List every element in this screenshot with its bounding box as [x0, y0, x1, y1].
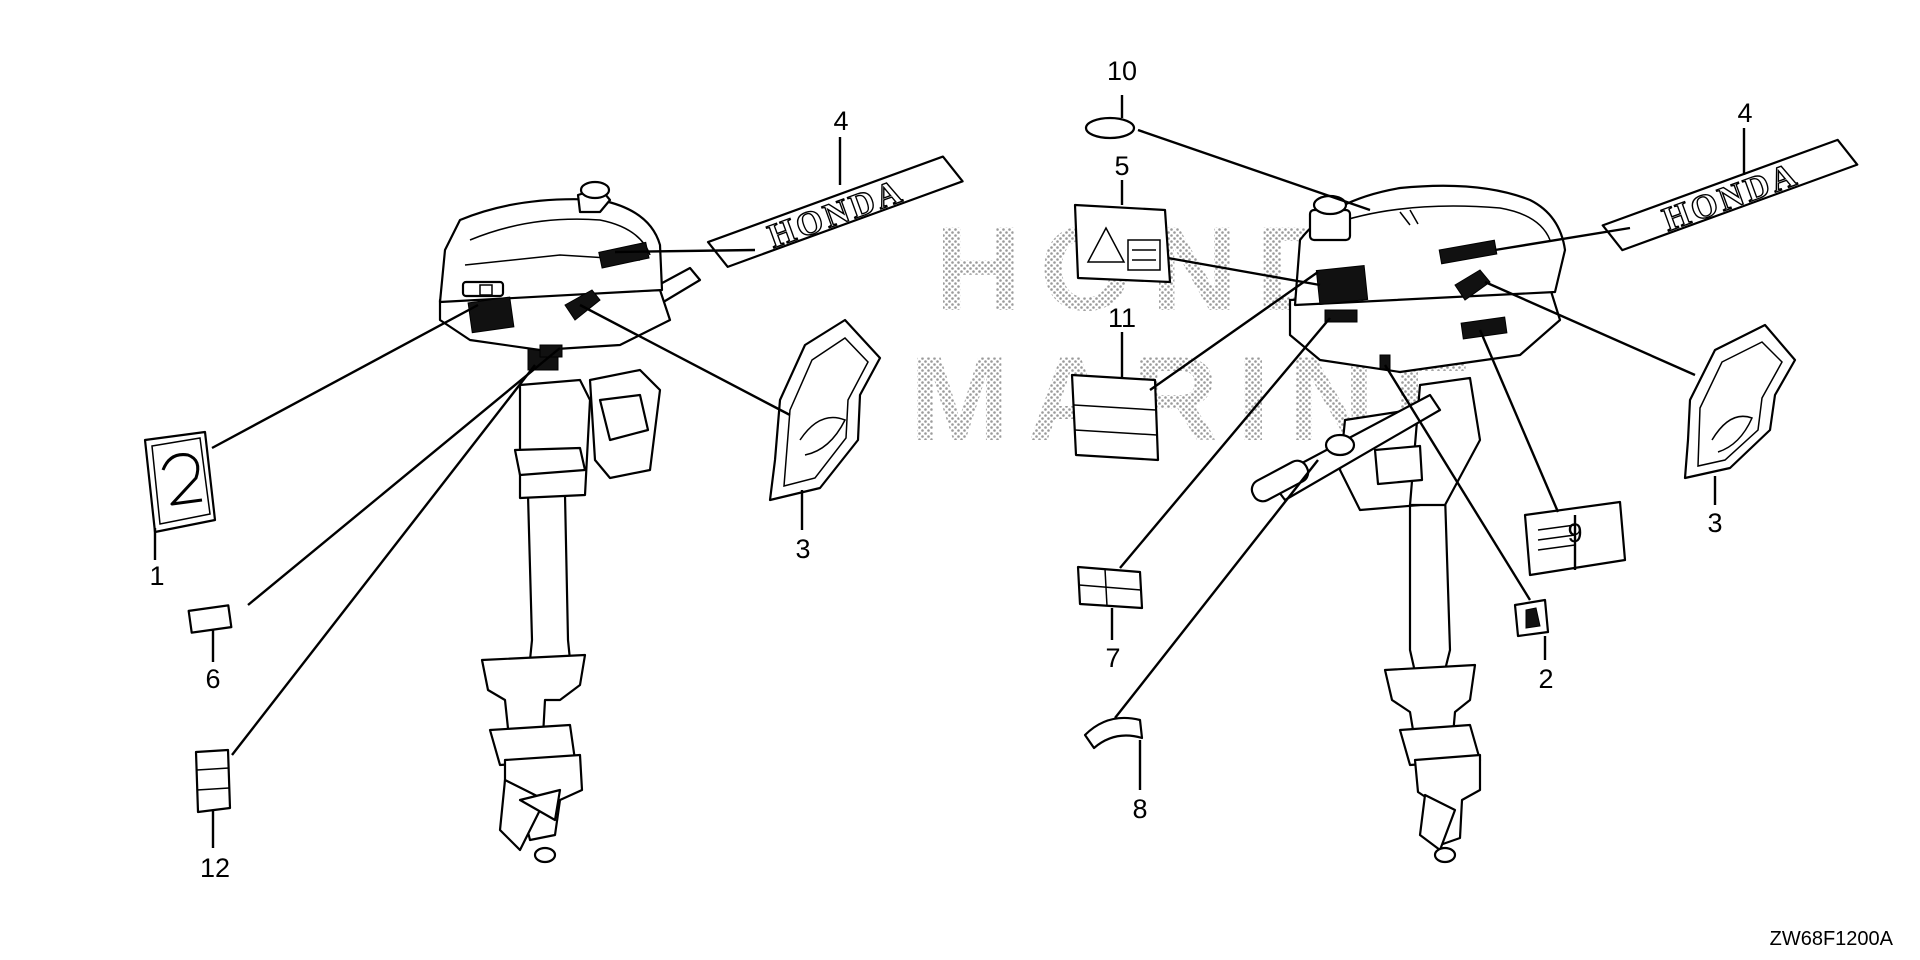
- decal-7: [1076, 565, 1144, 610]
- callout-11: 11: [1108, 303, 1136, 333]
- ring-decal: [1084, 116, 1136, 140]
- decal-12: [194, 748, 232, 814]
- svg-text:HONDA: HONDA: [1658, 156, 1804, 239]
- leader-lines: [153, 95, 1746, 848]
- decal-2: [1513, 598, 1550, 638]
- decal-fish-left: [768, 318, 882, 502]
- decal-warning: [1073, 203, 1172, 284]
- decal-fish-right: [1683, 323, 1797, 480]
- decal-6: [187, 604, 233, 634]
- outboard-left: [438, 180, 702, 864]
- callout-10: 10: [1107, 56, 1137, 86]
- callout-12: 12: [200, 853, 230, 883]
- callout-8: 8: [1132, 794, 1147, 824]
- callout-3-left: 3: [795, 534, 810, 564]
- svg-text:HONDA: HONDA: [763, 172, 909, 255]
- callout-2: 2: [1538, 664, 1553, 694]
- callout-1: 1: [149, 561, 164, 591]
- callout-7: 7: [1105, 643, 1120, 673]
- decal-model-number: [143, 430, 217, 534]
- callout-4-right: 4: [1737, 98, 1752, 128]
- decal-honda-left: HONDA: [706, 155, 964, 268]
- decal-honda-right: HONDA: [1601, 138, 1859, 252]
- callout-numbers: 1 2 3 3 4 4 5 6 7 8 9 10 11 12: [149, 56, 1752, 883]
- outboard-right: [1250, 184, 1567, 864]
- callout-4-left: 4: [833, 106, 848, 136]
- band-decal: [1083, 716, 1144, 750]
- callout-6: 6: [205, 664, 220, 694]
- callout-3-right: 3: [1707, 508, 1722, 538]
- callout-5: 5: [1114, 151, 1129, 181]
- decal-11: [1070, 373, 1160, 462]
- callout-9: 9: [1567, 518, 1582, 548]
- drawing-code: ZW68F1200A: [1770, 928, 1894, 950]
